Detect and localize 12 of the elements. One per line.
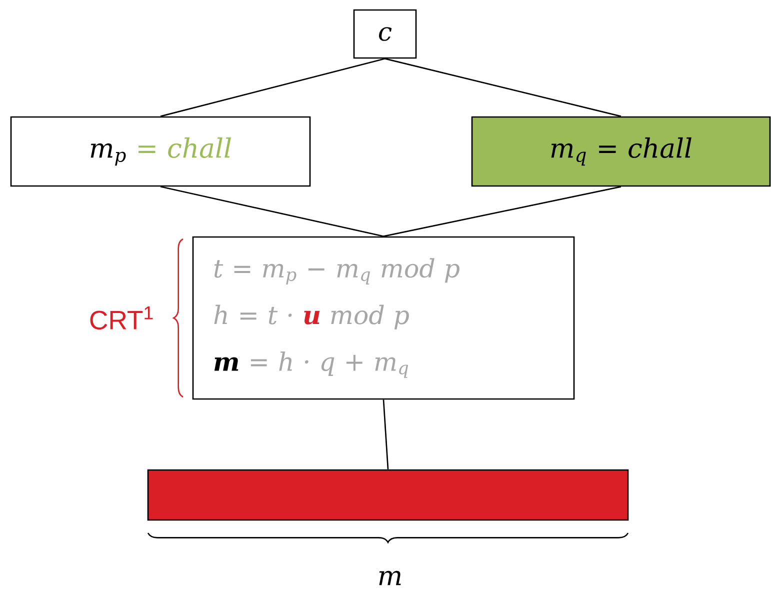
equation-box: m$_{q}$ = chall (471, 116, 771, 187)
connector-line (160, 186, 384, 237)
variable-box: c (353, 9, 417, 59)
result-bar (147, 469, 629, 521)
connector-line (383, 186, 622, 237)
brace-label: CRT$^{1}$ (90, 306, 153, 330)
brace-label: m (379, 570, 401, 586)
connector-line (382, 400, 389, 470)
formula-box: t = m$_{p}$ − m$_{q}$ mod p h = t · u mod p m = h · q + m$_{q}$ (192, 236, 575, 400)
equation-box: m$_{p}$ = chall (10, 116, 311, 187)
connector-line (384, 58, 622, 117)
connector-line (160, 58, 386, 117)
